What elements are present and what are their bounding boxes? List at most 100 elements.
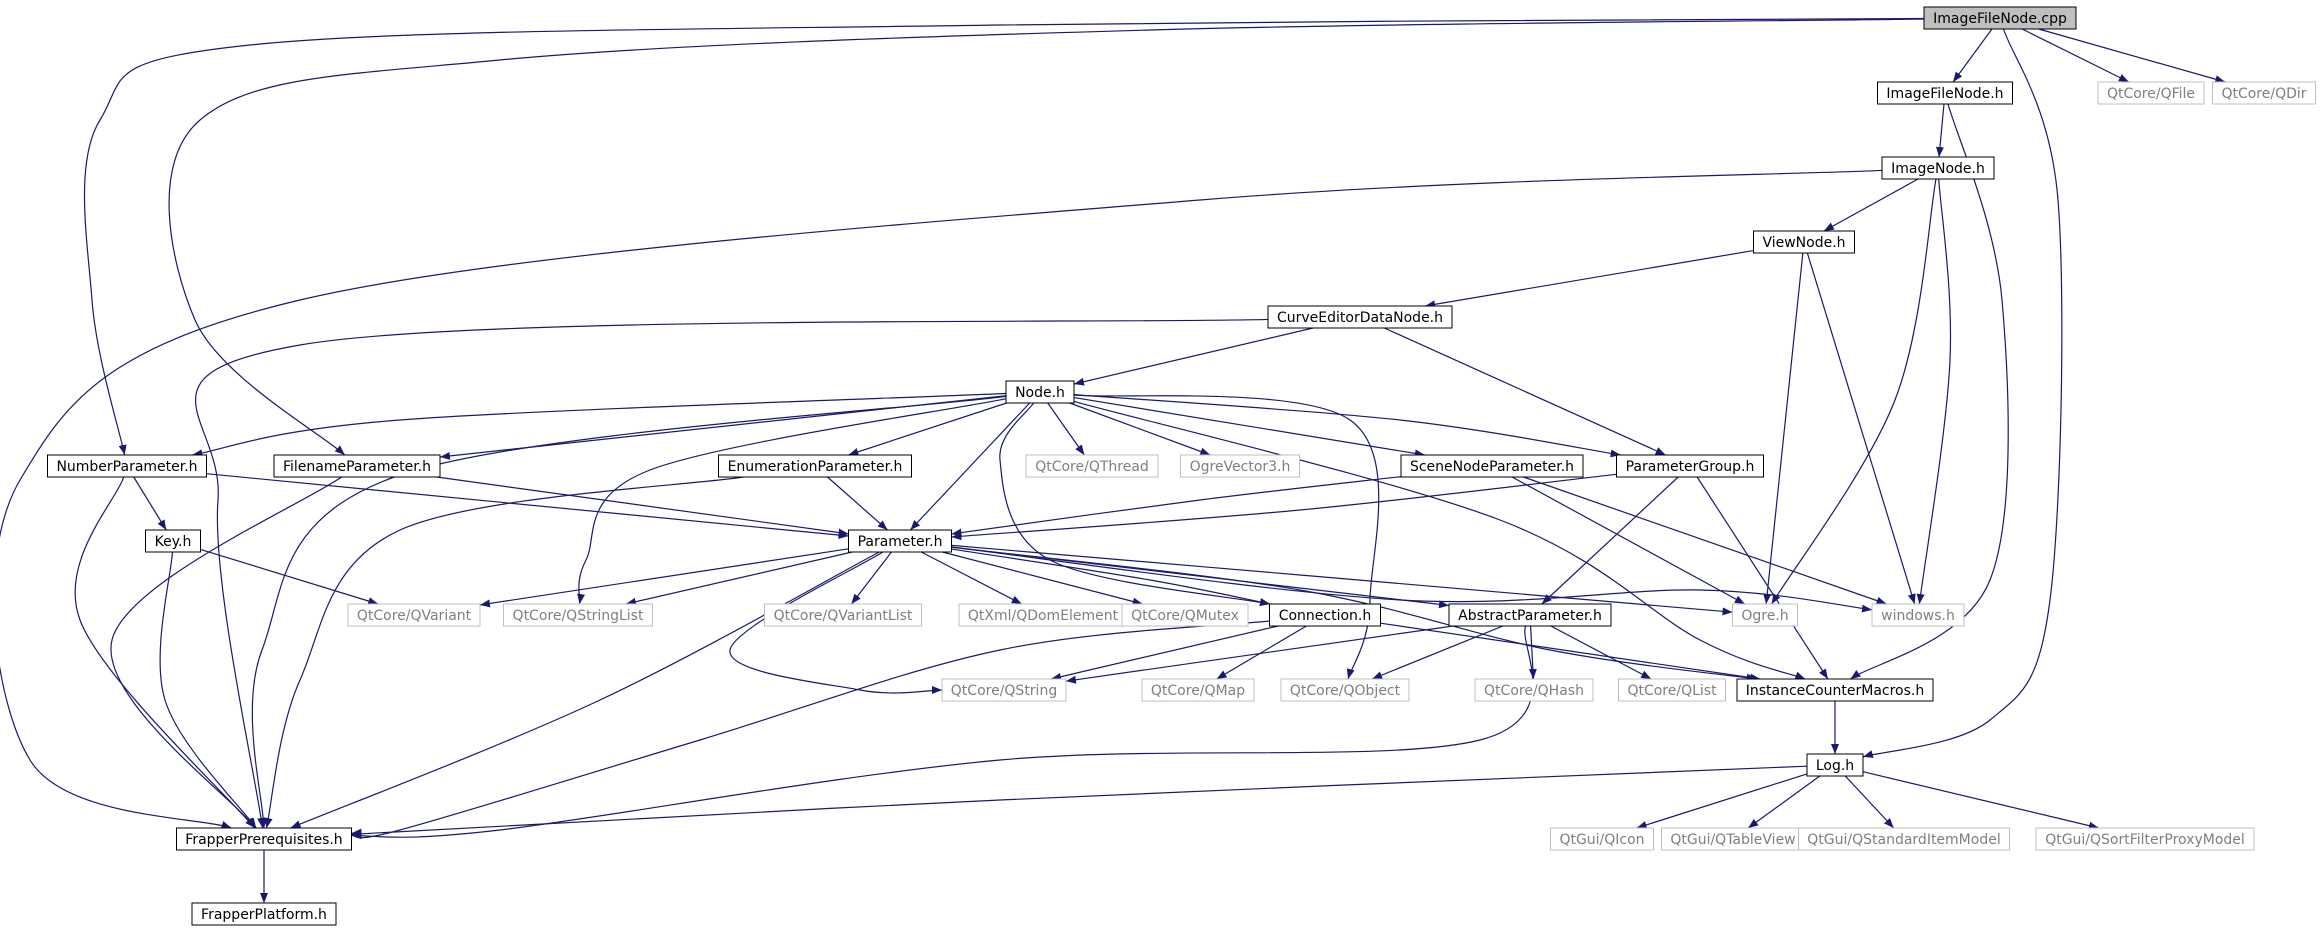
edge-imagefilenode-cpp-to-qtcore-qdir: [2038, 28, 2226, 84]
edge-viewnode-h-to-ogre-h: [1763, 252, 1804, 605]
node-label: QtCore/QVariantList: [774, 608, 913, 624]
edge-node-h-to-qtcore-qthread: [1047, 402, 1085, 456]
edge-parametergroup-h-to-parameter-h: [951, 473, 1617, 541]
node-label: QtCore/QThread: [1035, 459, 1149, 475]
node-box: [1474, 678, 1594, 702]
file-node-scenenodeparameter-h[interactable]: SceneNodeParameter.h: [1400, 454, 1584, 478]
edge-log-h-to-qtgui-qsortfilterproxymodel: [1862, 771, 2100, 830]
node-label: QtGui/QSortFilterProxyModel: [2045, 832, 2245, 848]
node-label: Node.h: [1015, 385, 1065, 401]
file-node-log-h[interactable]: Log.h: [1806, 753, 1864, 777]
file-node-viewnode-h[interactable]: ViewNode.h: [1753, 230, 1855, 254]
file-node-qtxml-qdomelement: QtXml/QDomElement: [958, 603, 1128, 627]
node-label: FrapperPrerequisites.h: [185, 832, 342, 848]
file-node-frapperplatform-h[interactable]: FrapperPlatform.h: [191, 902, 337, 926]
node-box: [1400, 454, 1584, 478]
edge-curveeditordatanode-h-to-node-h: [1073, 327, 1314, 386]
node-label: Connection.h: [1279, 608, 1372, 624]
edge-node-h-to-qtcore-qstringlist: [577, 398, 1007, 605]
edge-filenameparameter-h-to-frapperprerequisites-h: [110, 476, 342, 829]
edge-scenenodeparameter-h-to-windows-h: [1523, 476, 1887, 605]
edge-key-h-to-qtcore-qvariant: [200, 548, 379, 605]
edge-curveeditordatanode-h-to-parametergroup-h: [1384, 327, 1666, 456]
node-box: [1798, 827, 2010, 851]
node-label: NumberParameter.h: [56, 459, 197, 475]
node-label: QtGui/QTableView: [1670, 832, 1795, 848]
file-node-qtgui-qtableview: QtGui/QTableView: [1661, 827, 1805, 851]
file-node-key-h[interactable]: Key.h: [145, 529, 201, 553]
edge-log-h-to-qtgui-qstandarditemmodel: [1844, 775, 1895, 829]
edge-viewnode-h-to-curveeditordatanode-h: [1425, 249, 1754, 309]
node-label: Parameter.h: [858, 534, 943, 550]
file-node-filenameparameter-h[interactable]: FilenameParameter.h: [273, 454, 441, 478]
node-label: QtGui/QIcon: [1559, 832, 1644, 848]
edge-node-h-to-parametergroup-h: [1073, 394, 1621, 458]
file-node-ogrevector3-h: OgreVector3.h: [1180, 454, 1300, 478]
node-label: Key.h: [155, 534, 192, 550]
edge-parameter-h-to-qtcore-qvariant: [479, 548, 849, 608]
edge-node-h-to-connection-h: [999, 402, 1271, 606]
node-label: QtCore/QMutex: [1131, 608, 1239, 624]
file-node-numberparameter-h[interactable]: NumberParameter.h: [47, 454, 207, 478]
edge-abstractparameter-h-to-qtcore-qobject: [1371, 625, 1504, 680]
file-node-parametergroup-h[interactable]: ParameterGroup.h: [1616, 454, 1764, 478]
node-box: [273, 454, 441, 478]
edge-parameter-h-to-qtcore-qvariantlist: [850, 551, 893, 605]
file-node-instancecountermacros-h[interactable]: InstanceCounterMacros.h: [1736, 678, 1934, 702]
node-label: QtCore/QStringList: [513, 608, 644, 624]
file-node-imagenode-h[interactable]: ImageNode.h: [1881, 156, 1995, 180]
node-box: [1753, 230, 1855, 254]
file-node-qtcore-qmutex: QtCore/QMutex: [1121, 603, 1249, 627]
edge-imagefilenode-cpp-to-filenameparameter-h: [168, 18, 1925, 456]
node-label: EnumerationParameter.h: [728, 459, 903, 475]
node-label: ParameterGroup.h: [1626, 459, 1755, 475]
edge-parameter-h-to-instancecountermacros-h: [951, 546, 1757, 682]
file-node-parameter-h[interactable]: Parameter.h: [848, 529, 952, 553]
edge-numberparameter-h-to-key-h: [133, 476, 167, 531]
edge-abstractparameter-h-to-qtcore-qhash: [1528, 625, 1537, 680]
node-box: [2097, 81, 2205, 105]
edge-parameter-h-to-connection-h: [951, 548, 1271, 606]
node-box: [1923, 6, 2077, 30]
node-box: [1180, 454, 1300, 478]
file-node-connection-h[interactable]: Connection.h: [1269, 603, 1381, 627]
node-box: [1616, 454, 1764, 478]
node-label: QtCore/QObject: [1290, 683, 1401, 699]
file-node-frapperprerequisites-h[interactable]: FrapperPrerequisites.h: [176, 827, 352, 851]
edge-parameter-h-to-qtcore-qstring: [729, 551, 943, 695]
node-box: [1280, 678, 1410, 702]
node-box: [47, 454, 207, 478]
edge-parametergroup-h-to-abstractparameter-h: [1541, 476, 1679, 605]
node-box: [1448, 603, 1612, 627]
edge-node-h-to-qtcore-qobject: [1073, 394, 1380, 680]
edge-node-h-to-numberparameter-h: [192, 392, 1007, 458]
edge-parameter-h-to-qtcore-qstringlist: [625, 551, 853, 606]
node-label: QtGui/QStandardItemModel: [1807, 832, 2000, 848]
file-node-qtcore-qstringlist: QtCore/QStringList: [503, 603, 653, 627]
file-node-enumerationparameter-h[interactable]: EnumerationParameter.h: [718, 454, 912, 478]
file-node-curveeditordatanode-h[interactable]: CurveEditorDataNode.h: [1267, 305, 1453, 329]
edge-log-h-to-frapperprerequisites-h: [351, 765, 1808, 838]
edge-imagenode-h-to-frapperprerequisites-h: [0, 169, 1883, 829]
edge-imagefilenode-cpp-to-numberparameter-h: [83, 17, 1925, 456]
edge-curveeditordatanode-h-to-frapperprerequisites-h: [195, 318, 1269, 829]
file-node-qtcore-qvariant: QtCore/QVariant: [347, 603, 481, 627]
file-node-qtcore-qmap: QtCore/QMap: [1141, 678, 1255, 702]
file-node-imagefilenode-h[interactable]: ImageFileNode.h: [1877, 81, 2013, 105]
file-node-imagefilenode-cpp[interactable]: ImageFileNode.cpp: [1923, 6, 2077, 30]
node-label: ViewNode.h: [1762, 235, 1845, 251]
edge-parametergroup-h-to-instancecountermacros-h: [1696, 476, 1829, 680]
file-node-node-h[interactable]: Node.h: [1005, 380, 1075, 404]
file-node-ogre-h: Ogre.h: [1732, 603, 1798, 627]
node-box: [718, 454, 912, 478]
file-node-abstractparameter-h[interactable]: AbstractParameter.h: [1448, 603, 1612, 627]
node-label: windows.h: [1881, 608, 1955, 624]
node-label: QtCore/QVariant: [357, 608, 472, 624]
node-box: [1121, 603, 1249, 627]
node-box: [503, 603, 653, 627]
edge-abstractparameter-h-to-qtcore-qlist: [1550, 625, 1652, 680]
node-label: QtCore/QDir: [2221, 86, 2306, 102]
node-box: [1877, 81, 2013, 105]
node-label: Log.h: [1816, 758, 1854, 774]
edge-parameter-h-to-ogre-h: [951, 544, 1733, 616]
